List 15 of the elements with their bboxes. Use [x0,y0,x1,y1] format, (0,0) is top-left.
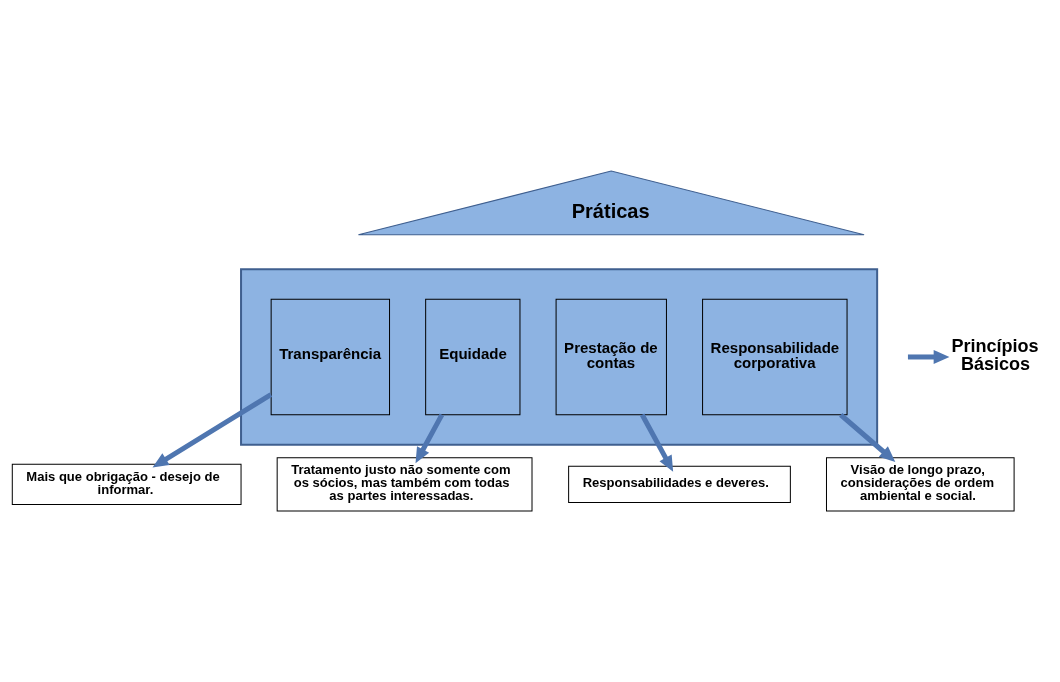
node-box: Transparência [270,298,391,416]
cluster [240,268,879,446]
node-box: Tratamento justo não somente com os sócios, mas também com todas as partes interessadas. [276,457,533,512]
node-box: Visão de longo prazo, considerações de ordem ambiental e social. [826,457,1015,512]
node-text: Princípios Básicos [951,336,1039,375]
arrow [640,413,674,472]
node-box: Prestação de contas [555,298,667,416]
node-box: Mais que obrigação - desejo de informar. [11,463,242,505]
arrow [415,413,445,464]
arrow [839,412,896,462]
arrow [907,350,950,364]
node-box: Equidade [425,298,521,416]
node-box: Responsabilidades e deveres. [568,465,791,503]
arrow [152,392,273,468]
node-box: Responsabilidade corporativa [702,298,848,416]
